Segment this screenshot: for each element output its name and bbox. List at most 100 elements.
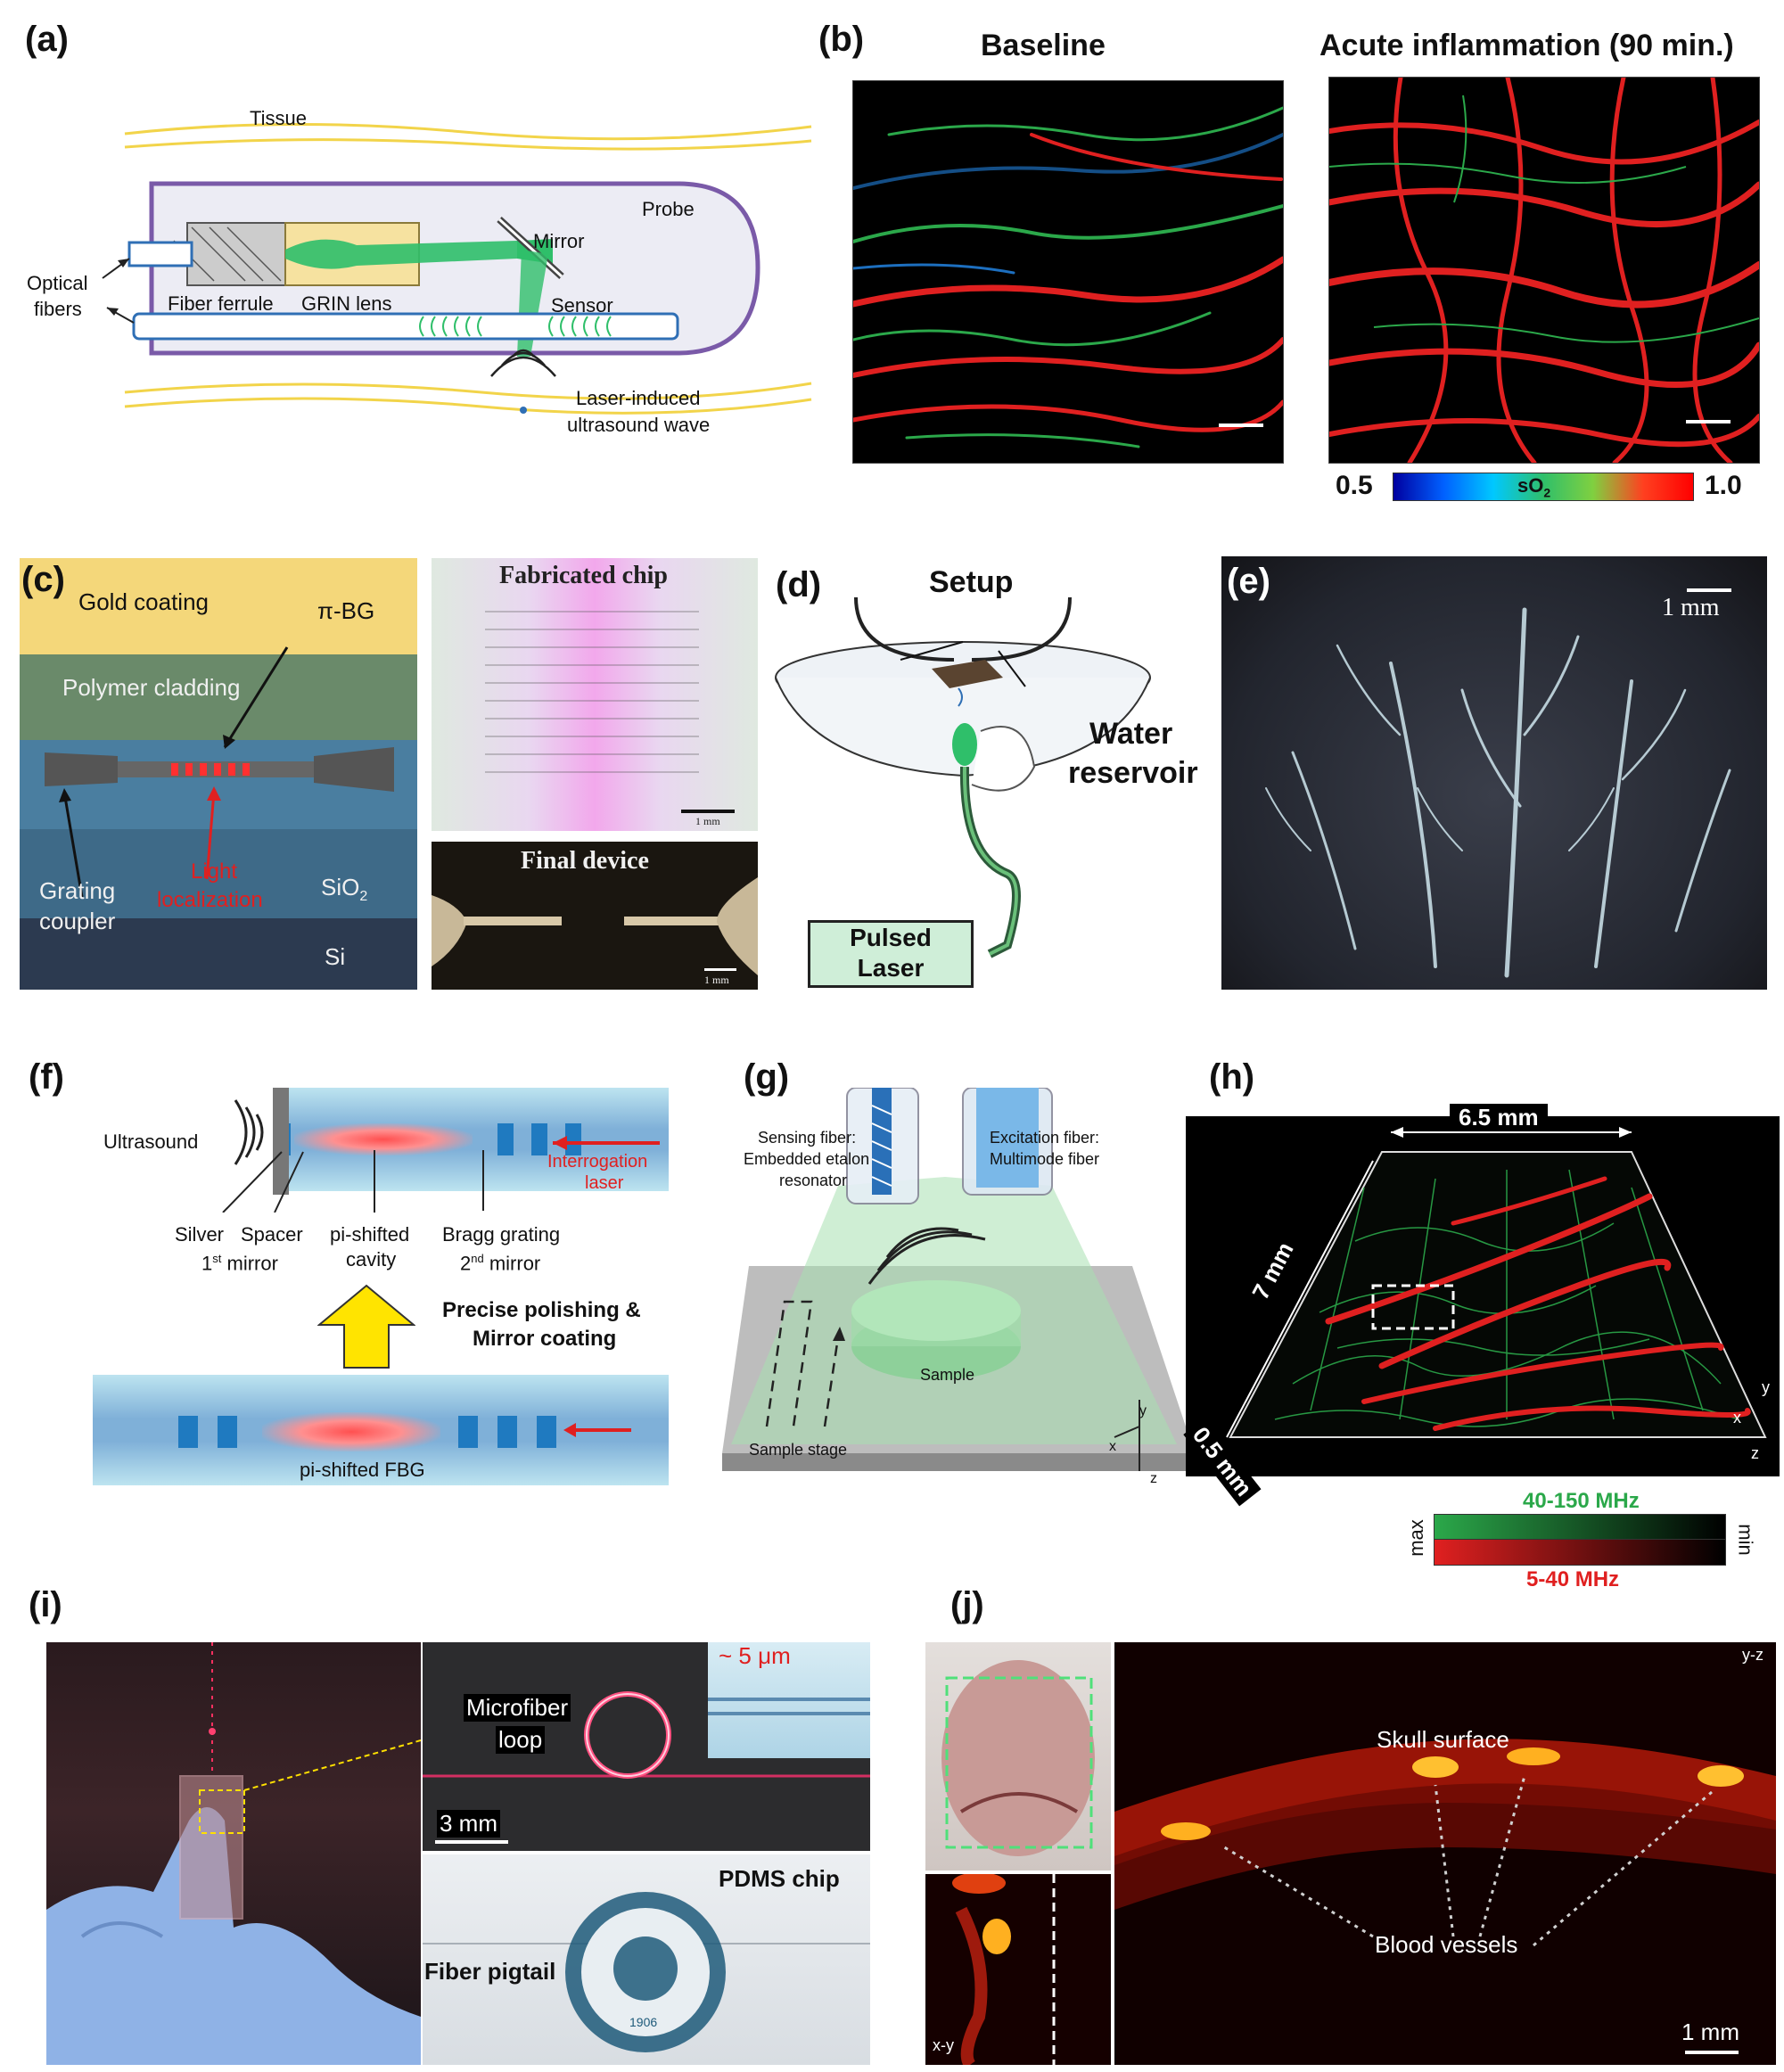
label-ultrasound: Ultrasound <box>103 1131 199 1153</box>
panel-h-letter: (h) <box>1209 1057 1255 1097</box>
fabricated-chip-scale: 1 mm <box>695 815 720 827</box>
high-band-colorbar <box>1434 1514 1726 1541</box>
fabricated-chip-image: Fabricated chip 1 mm <box>432 558 758 831</box>
label-microfiber: Microfiber <box>464 1694 571 1722</box>
h-axis-z: z <box>1751 1444 1759 1462</box>
final-device-title: Final device <box>521 847 649 875</box>
label-fiber-pigtail: Fiber pigtail <box>424 1958 556 1985</box>
label-sio2: SiO2 <box>321 874 368 905</box>
label-min: min <box>1734 1524 1757 1556</box>
label-first-mirror: 1st mirror <box>201 1252 278 1275</box>
layer-stack-schematic <box>20 558 417 990</box>
colorbar-label: sO2 <box>1517 474 1551 500</box>
panel-g-letter: (g) <box>744 1057 790 1097</box>
label-polishing-1: Precise polishing & <box>442 1298 641 1322</box>
colorbar-min: 0.5 <box>1336 471 1373 500</box>
i-scale: 3 mm <box>437 1810 500 1838</box>
label-high-band: 40-150 MHz <box>1523 1489 1640 1513</box>
panel-c-letter: (c) <box>21 560 65 599</box>
fiber-top-annotations <box>222 1099 660 1213</box>
panel-b-letter: (b) <box>818 20 865 59</box>
label-sensing-2: Embedded etalon <box>744 1150 870 1168</box>
label-fbg: pi-shifted FBG <box>300 1459 425 1481</box>
yz-slice <box>1114 1642 1776 2065</box>
label-blood-vessels: Blood vessels <box>1375 1931 1518 1958</box>
volume-render <box>1186 1116 1780 1476</box>
skull-photo <box>925 1642 1111 1871</box>
label-grin-lens: GRIN lens <box>301 292 392 315</box>
panel-d-letter: (d) <box>776 565 822 604</box>
h-axis-x: x <box>1733 1409 1741 1427</box>
pdms-chip-image: 1906 <box>423 1854 870 2065</box>
label-tissue: Tissue <box>250 107 307 129</box>
label-silver: Silver <box>175 1223 225 1246</box>
label-sample: Sample <box>920 1366 975 1384</box>
label-probe: Probe <box>642 198 695 220</box>
label-polymer-cladding: Polymer cladding <box>62 674 241 701</box>
title-acute: Acute inflammation (90 min.) <box>1320 29 1734 62</box>
label-water: Water <box>1089 717 1173 751</box>
label-sensor: Sensor <box>551 294 613 317</box>
panel-a-letter: (a) <box>25 20 69 59</box>
label-excitation-2: Multimode fiber <box>990 1150 1100 1168</box>
panel-e-letter: (e) <box>1227 562 1270 601</box>
label-interrogation-2: laser <box>585 1173 624 1193</box>
label-bragg: Bragg grating <box>442 1223 561 1246</box>
h-axis-y: y <box>1762 1378 1770 1396</box>
silver-plate <box>273 1088 289 1195</box>
loop-inset <box>708 1642 870 1758</box>
pulsed-laser-line-1: Pulsed <box>850 924 932 951</box>
g-axis-z: z <box>1150 1471 1157 1486</box>
label-pi-cavity-1: pi-shifted <box>330 1223 410 1246</box>
panel-a-diagram <box>102 122 812 415</box>
label-wave-1: Laser-induced <box>576 387 701 409</box>
label-grating-2: coupler <box>39 908 116 934</box>
g-axis-x: x <box>1109 1439 1116 1454</box>
e-scale: 1 mm <box>1662 594 1720 621</box>
so2-colorbar <box>1393 473 1694 501</box>
pulsed-laser-line-2: Laser <box>857 954 925 982</box>
label-max: max <box>1404 1519 1427 1557</box>
vasculature-image <box>1221 556 1767 990</box>
label-si: Si <box>325 943 346 970</box>
pulsed-laser-box: Pulsed Laser <box>808 920 974 988</box>
up-arrow-icon <box>317 1284 415 1369</box>
label-xy: x-y <box>933 2036 954 2054</box>
j-scale: 1 mm <box>1681 2019 1739 2045</box>
label-sample-stage: Sample stage <box>749 1441 848 1459</box>
title-baseline: Baseline <box>981 29 1106 62</box>
label-excitation-1: Excitation fiber: <box>990 1129 1100 1147</box>
label-setup: Setup <box>929 565 1014 599</box>
label-gold-coating: Gold coating <box>78 588 209 615</box>
label-mirror: Mirror <box>533 230 585 252</box>
setup-diagram <box>775 596 1151 958</box>
xy-slice <box>925 1874 1111 2065</box>
label-fiber-ferrule: Fiber ferrule <box>168 292 274 315</box>
baseline-image <box>852 80 1284 464</box>
low-band-colorbar <box>1434 1539 1726 1566</box>
fiber-bottom <box>93 1375 669 1485</box>
label-grating-1: Grating <box>39 877 116 904</box>
label-spacer: Spacer <box>241 1223 303 1246</box>
label-sensing-1: Sensing fiber: <box>758 1129 857 1147</box>
label-pdms-chip: PDMS chip <box>719 1865 840 1892</box>
label-thickness: ~ 5 μm <box>719 1642 791 1669</box>
setup-g-diagram <box>722 1088 1195 1471</box>
label-pi-cavity-2: cavity <box>346 1248 397 1270</box>
panel-f-letter: (f) <box>29 1057 64 1097</box>
label-interrogation-1: Interrogation <box>547 1152 648 1172</box>
label-fibers: fibers <box>34 298 82 320</box>
label-polishing-2: Mirror coating <box>473 1327 617 1351</box>
inflammation-image <box>1328 77 1760 464</box>
label-second-mirror: 2nd mirror <box>460 1252 541 1275</box>
label-sensing-3: resonator <box>779 1172 848 1189</box>
seal-year: 1906 <box>629 2015 658 2029</box>
label-pi-bg: π-BG <box>317 597 375 624</box>
label-low-band: 5-40 MHz <box>1526 1567 1620 1591</box>
label-wave-2: ultrasound wave <box>567 414 711 436</box>
fabricated-chip-title: Fabricated chip <box>499 562 668 589</box>
final-device-scale: 1 mm <box>704 974 729 986</box>
label-reservoir: reservoir <box>1068 756 1198 790</box>
label-light-2: localization <box>157 888 263 912</box>
label-skull-surface: Skull surface <box>1377 1726 1509 1753</box>
